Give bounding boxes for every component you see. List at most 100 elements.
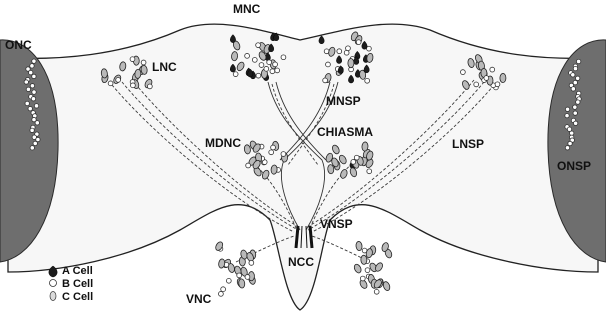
label-mnsp: MNSP: [326, 94, 361, 108]
neuron-cell: [356, 241, 363, 251]
optic-cell: [573, 111, 577, 115]
legend: A Cell B Cell C Cell: [49, 265, 93, 303]
neuron-cell: [362, 142, 369, 152]
optic-cell: [30, 84, 34, 88]
neuron-cell: [135, 69, 142, 79]
label-chiasma: CHIASMA: [317, 125, 373, 139]
neuron-cell: [267, 60, 272, 65]
optic-cell: [30, 64, 34, 68]
optic-cell: [31, 97, 35, 101]
neuron-cell: [270, 69, 275, 74]
optic-cell: [30, 128, 34, 132]
neuron-cell: [271, 165, 278, 175]
optic-cell: [30, 146, 34, 150]
neuron-cell: [116, 77, 121, 82]
neuron-cell: [245, 275, 250, 280]
legend-label-a-cell: A Cell: [62, 265, 93, 277]
neuron-cell: [360, 276, 365, 281]
neuron-cell: [353, 263, 362, 274]
neuron-cell: [361, 255, 367, 264]
neuron-cell: [271, 145, 276, 150]
neuron-cell: [252, 57, 257, 62]
optic-cell: [568, 141, 572, 145]
neuron-cell: [237, 273, 242, 278]
neuron-cell: [500, 73, 506, 82]
neuron-cell: [249, 260, 254, 265]
optic-cell: [573, 105, 577, 109]
neuron-cell: [259, 63, 264, 68]
neuron-cell: [351, 160, 356, 165]
label-mdnc: MDNC: [205, 136, 241, 150]
optic-cell: [25, 101, 29, 105]
b-cell-icon: [50, 280, 57, 287]
neuron-cell: [281, 152, 286, 157]
optic-cell: [569, 131, 573, 135]
neuron-cell: [256, 43, 261, 48]
cluster-vnc: [214, 241, 256, 297]
legend-label-c-cell: C Cell: [62, 291, 93, 303]
neuron-cell: [275, 68, 280, 73]
label-lnc: LNC: [152, 60, 177, 74]
neuron-cell: [495, 82, 500, 87]
neuron-cell: [101, 68, 108, 78]
neuron-cell: [130, 57, 135, 62]
neuron-cell: [233, 72, 238, 77]
optic-cell: [29, 70, 33, 74]
optic-cell: [576, 59, 580, 63]
neuron-cell: [326, 62, 331, 67]
label-lnsp: LNSP: [452, 137, 484, 151]
label-mnc: MNC: [233, 2, 261, 16]
neuron-cell: [365, 78, 370, 83]
optic-cell: [576, 100, 580, 104]
optic-cell: [575, 76, 579, 80]
neuron-cell: [264, 66, 269, 71]
optic-cell: [571, 73, 575, 77]
neuron-cell: [460, 70, 465, 75]
neuron-cell: [474, 82, 479, 87]
label-onc: ONC: [5, 38, 32, 52]
neuron-cell: [269, 150, 274, 155]
optic-cell: [28, 106, 32, 110]
optic-cell: [565, 113, 569, 117]
optic-cell: [26, 87, 30, 91]
optic-cell: [573, 80, 577, 84]
neuron-cell: [374, 289, 379, 294]
neuron-cell: [221, 287, 226, 292]
neuron-cell: [256, 73, 261, 78]
neuron-cell: [367, 169, 372, 174]
neuron-cell: [490, 67, 495, 72]
neuron-cell: [231, 51, 238, 61]
neuron-cell: [337, 49, 342, 54]
neuron-cell: [141, 60, 146, 65]
optic-cell: [573, 66, 577, 70]
optic-cell: [33, 141, 37, 145]
optic-cell: [24, 80, 28, 84]
label-onsp: ONSP: [557, 159, 591, 173]
optic-cell: [32, 74, 36, 78]
neuron-cell: [108, 81, 113, 86]
optic-cell: [35, 121, 39, 125]
neuron-cell: [354, 155, 359, 160]
optic-cell: [36, 137, 40, 141]
neuron-cell: [365, 268, 370, 273]
legend-item-c-cell: C Cell: [50, 291, 93, 303]
neuron-cell: [484, 76, 489, 81]
neuron-cell: [281, 55, 286, 60]
neuron-cell: [226, 278, 231, 283]
legend-item-b-cell: B Cell: [50, 278, 94, 290]
neuron-cell: [245, 53, 250, 58]
neuron-cell: [273, 62, 278, 67]
c-cell-icon: [50, 292, 56, 301]
cluster-vnsp: [353, 241, 393, 294]
optic-cell: [565, 107, 569, 111]
neuron-cell: [131, 83, 136, 88]
optic-cell: [565, 146, 569, 150]
legend-label-b-cell: B Cell: [62, 278, 93, 290]
optic-cell: [34, 104, 38, 108]
neuron-cell: [147, 84, 152, 89]
neuron-cell: [246, 163, 251, 168]
neuron-cell: [238, 279, 245, 289]
optic-cell: [571, 87, 575, 91]
